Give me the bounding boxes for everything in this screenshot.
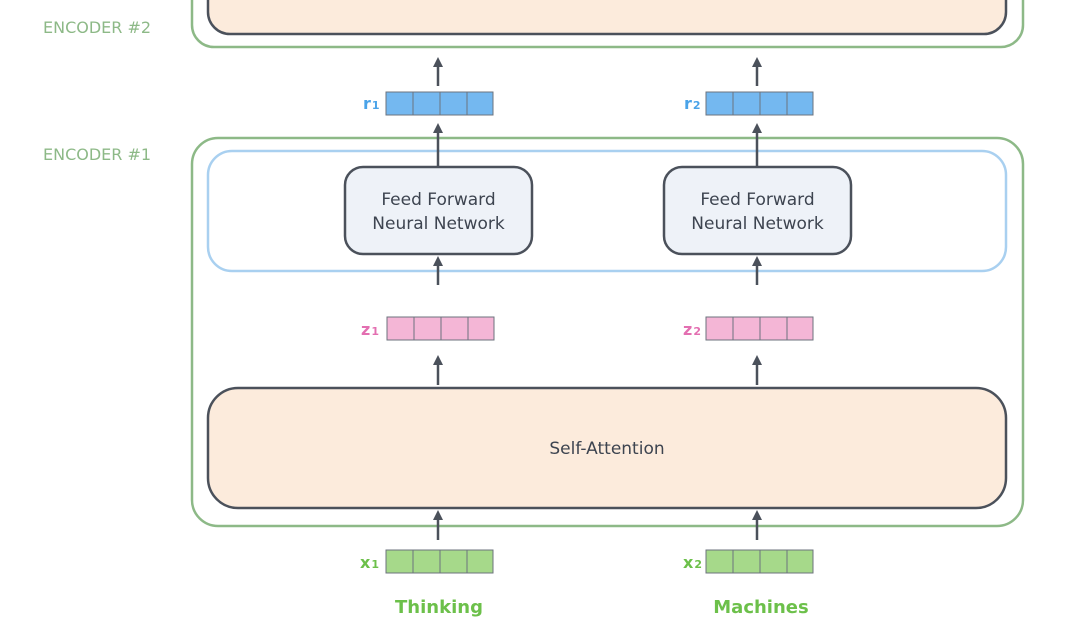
ffnn-2-line1: Feed Forward bbox=[700, 190, 814, 210]
ffnn-2-line2: Neural Network bbox=[691, 214, 824, 234]
z1-label: z1 bbox=[361, 320, 379, 339]
ffnn-1-line2: Neural Network bbox=[372, 214, 505, 234]
encoder2-label: ENCODER #2 bbox=[43, 18, 151, 37]
word-machines: Machines bbox=[713, 597, 808, 618]
ffnn-box-1 bbox=[343, 165, 534, 256]
vector-r2 bbox=[705, 91, 814, 116]
r2-label: r2 bbox=[684, 94, 701, 113]
vector-x1 bbox=[385, 549, 494, 574]
word-thinking: Thinking bbox=[395, 597, 483, 618]
vector-r1 bbox=[385, 91, 494, 116]
ffnn-box-2 bbox=[662, 165, 853, 256]
self-attention-label: Self-Attention bbox=[549, 439, 664, 459]
vector-z1 bbox=[386, 316, 495, 341]
encoder1-label: ENCODER #1 bbox=[43, 145, 151, 164]
encoder1-frame bbox=[190, 136, 1025, 528]
vector-z2 bbox=[705, 316, 814, 341]
encoder2-frame bbox=[190, 0, 1025, 49]
encoder2-self-attention-box bbox=[206, 0, 1008, 36]
z2-label: z2 bbox=[683, 320, 701, 339]
self-attention-box bbox=[206, 386, 1008, 510]
vector-x2 bbox=[705, 549, 814, 574]
r1-label: r1 bbox=[363, 94, 380, 113]
x1-label: x1 bbox=[360, 553, 379, 572]
x2-label: x2 bbox=[683, 553, 702, 572]
ffnn-layer-frame bbox=[206, 149, 1008, 273]
ffnn-1-line1: Feed Forward bbox=[381, 190, 495, 210]
